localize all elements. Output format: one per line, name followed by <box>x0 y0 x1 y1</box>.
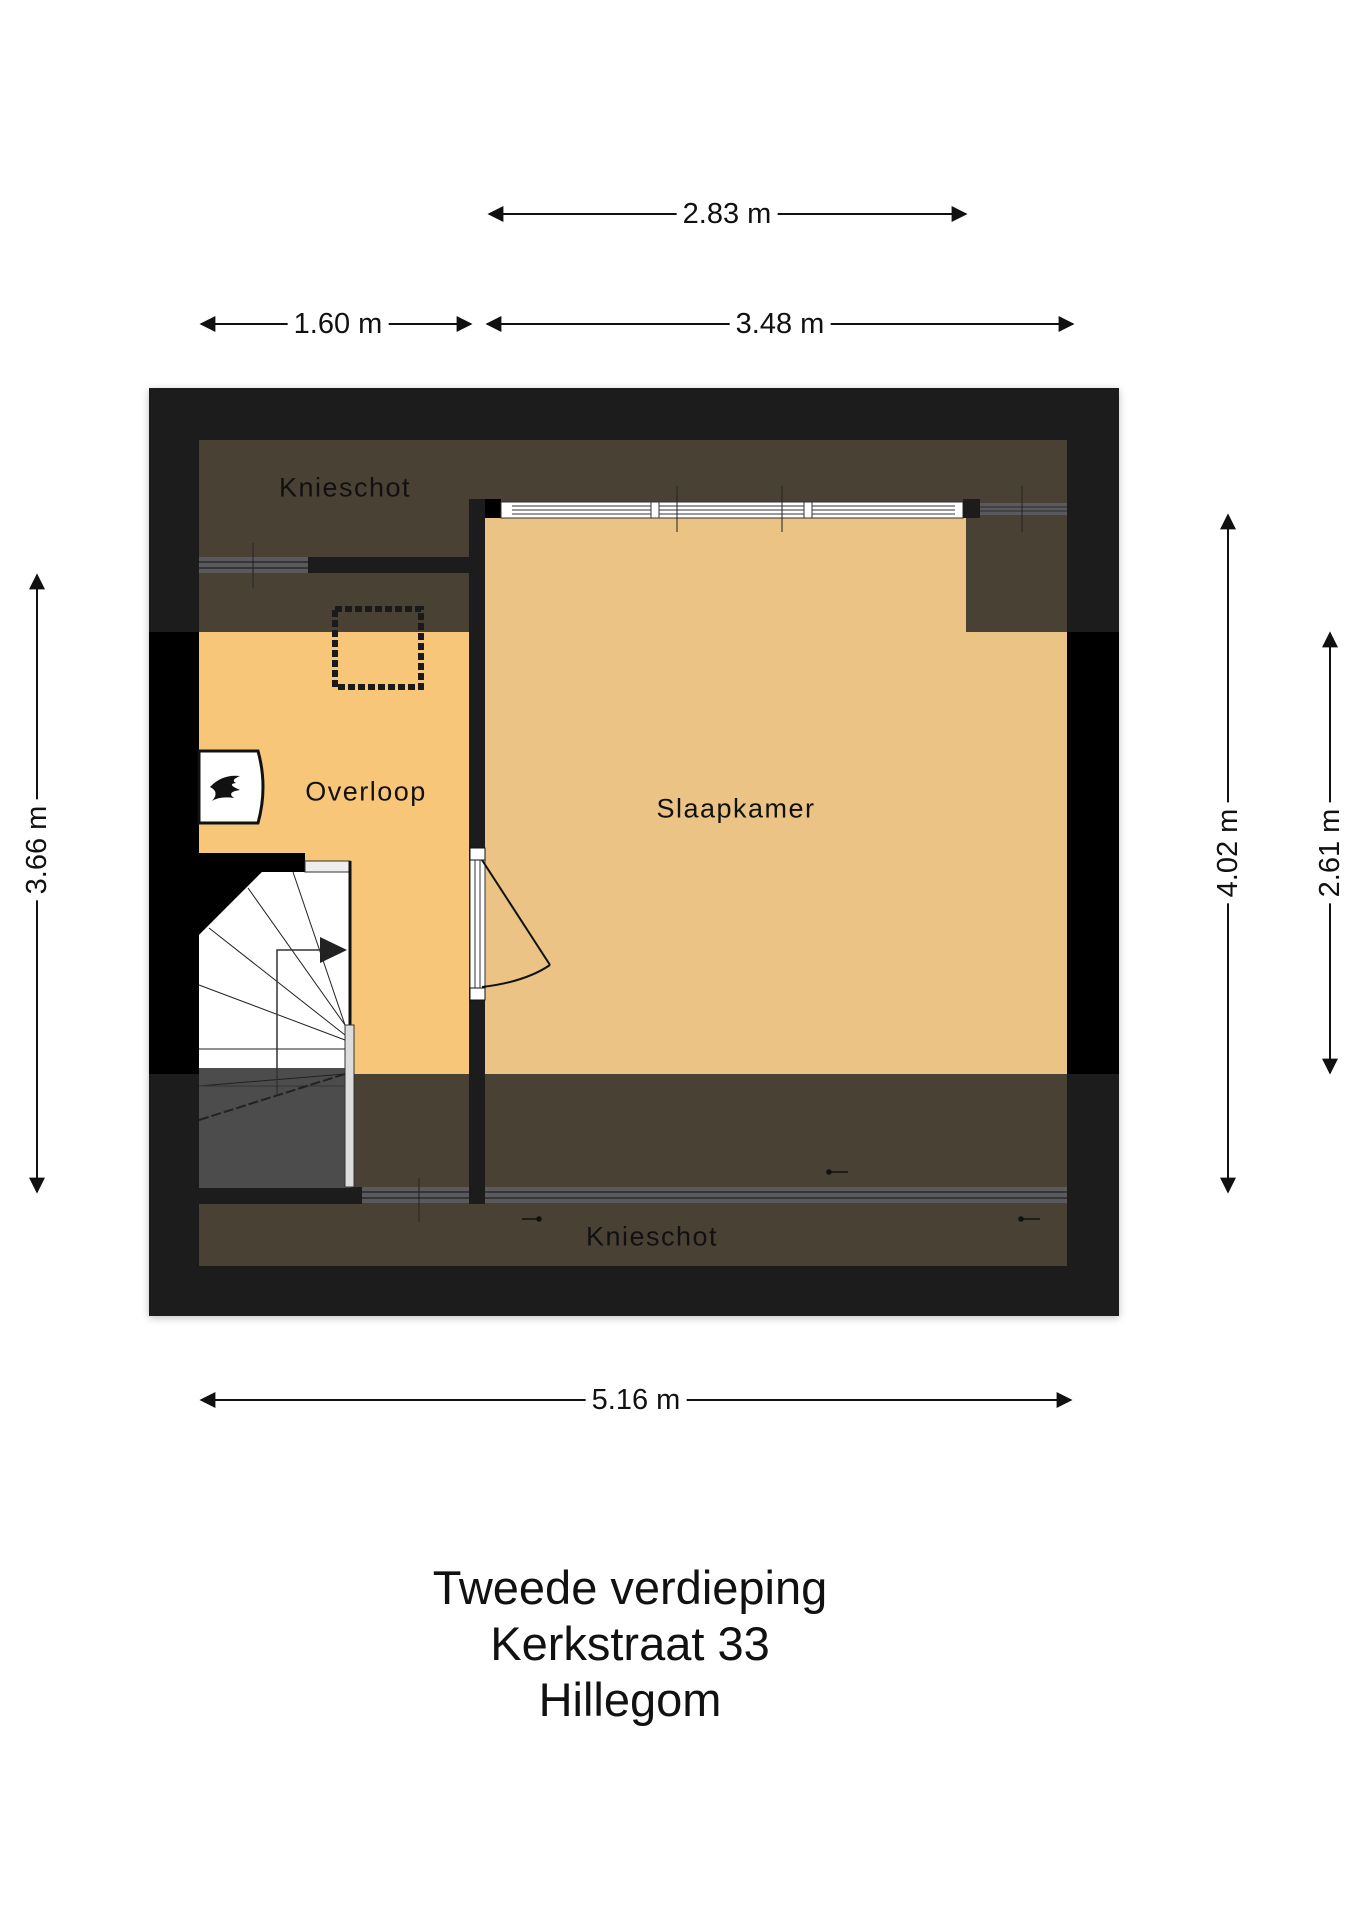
dimension-top-left: 1.60 m <box>287 308 389 340</box>
roof-window <box>485 486 1067 532</box>
left-wall <box>149 632 199 1074</box>
dimension-bottom: 5.16 m <box>585 1384 687 1416</box>
dimension-right-inner: 4.02 m <box>1212 802 1244 904</box>
attic-hatch-icon <box>332 606 424 690</box>
kneewall-line-bottom <box>362 1187 1067 1203</box>
dimension-right-outer: 2.61 m <box>1314 802 1346 904</box>
room-label-knieschot-top: Knieschot <box>278 472 412 503</box>
right-wall <box>1067 632 1119 1074</box>
title-floor: Tweede verdieping <box>432 1561 828 1614</box>
slope-arrows <box>522 1169 1040 1222</box>
room-label-overloop: Overloop <box>305 776 427 807</box>
title-city: Hillegom <box>538 1673 722 1726</box>
slaapkamer-floor <box>485 518 1067 1074</box>
title-address: Kerkstraat 33 <box>490 1617 770 1670</box>
dimension-top-overall: 2.83 m <box>676 198 778 230</box>
boiler-icon <box>197 749 265 825</box>
interior-wall-horizontal <box>308 557 469 573</box>
room-label-slaapkamer: Slaapkamer <box>656 793 816 824</box>
dimension-left: 3.66 m <box>21 799 53 901</box>
bedroom-corner-kneewall <box>966 518 1067 632</box>
stairs-icon <box>198 853 355 1188</box>
dimension-top-right: 3.48 m <box>729 308 831 340</box>
stair-bottom-wall <box>199 1187 362 1204</box>
door-swing-icon <box>469 847 551 1001</box>
room-label-knieschot-bottom: Knieschot <box>585 1221 719 1252</box>
